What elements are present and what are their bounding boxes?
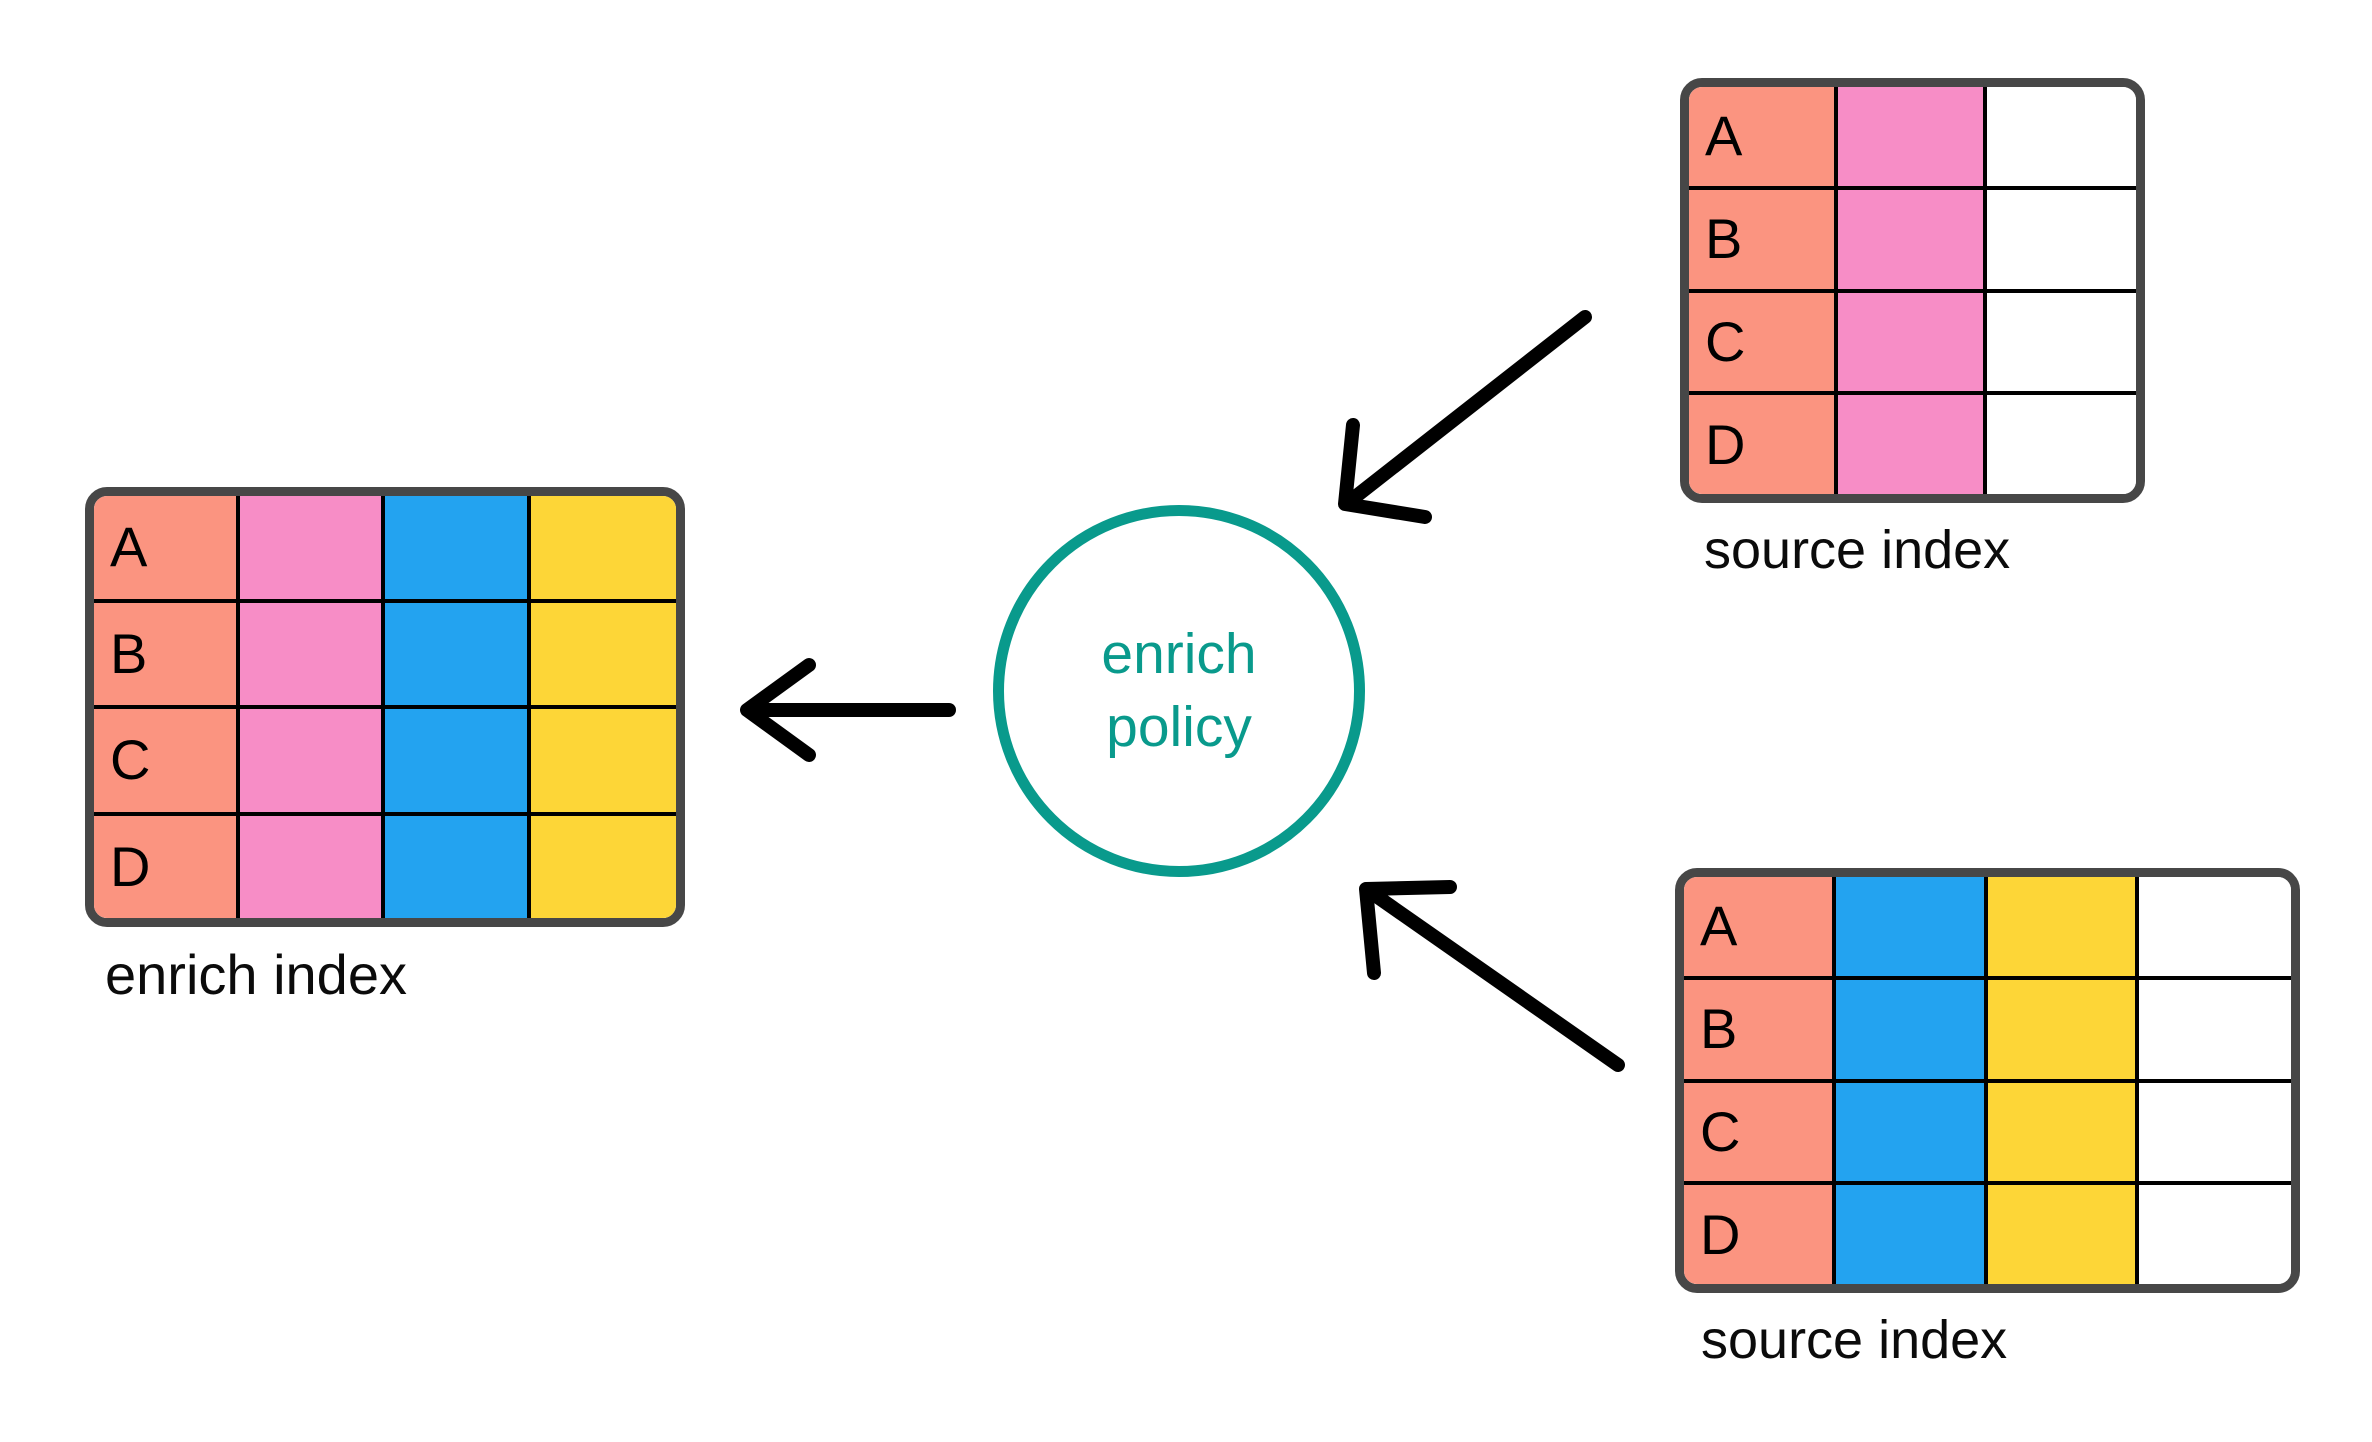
source-top-key-cell: A <box>1689 87 1839 186</box>
enrich-index-yellow-cell <box>530 496 676 599</box>
enrich-index-blue-cell <box>385 496 531 599</box>
table-row: A <box>94 496 676 603</box>
enrich-index-label: enrich index <box>105 943 407 1006</box>
source-top-key-cell: C <box>1689 292 1839 392</box>
enrich-index-pink-cell <box>239 815 386 918</box>
enrich-index-key-cell: D <box>94 815 240 918</box>
source-top-pink-cell <box>1838 395 1988 494</box>
table-row: B <box>94 602 676 709</box>
table-row: A <box>1689 87 2136 190</box>
arrow-bottom-source-to-policy <box>1359 880 1625 1072</box>
enrich-index-yellow-cell <box>530 709 676 812</box>
enrich-index-key-cell: B <box>94 602 240 705</box>
table-row: B <box>1689 189 2136 293</box>
source-bottom-blue-cell <box>1835 979 1988 1079</box>
source-top-key-cell: B <box>1689 189 1839 289</box>
arrow-top-source-to-policy <box>1338 310 1592 524</box>
table-row: C <box>1689 292 2136 396</box>
source-bottom-blue-cell <box>1835 877 1988 976</box>
source-bottom-yellow-cell <box>1987 877 2140 976</box>
enrich-index-pink-cell <box>239 602 386 705</box>
table-row: D <box>1684 1185 2291 1284</box>
table-row: C <box>94 709 676 816</box>
source-index-bottom-block: A B C D <box>1675 868 2300 1371</box>
arrow-policy-to-enrich-index <box>740 658 956 762</box>
source-bottom-empty-cell <box>2139 1082 2291 1182</box>
source-index-top-label: source index <box>1704 520 2011 580</box>
source-bottom-empty-cell <box>2139 877 2291 976</box>
source-top-empty-cell <box>1987 292 2136 392</box>
enrich-index-pink-cell <box>239 709 386 812</box>
source-bottom-yellow-cell <box>1987 1185 2140 1284</box>
enrich-index-table: A B C D <box>85 487 685 927</box>
enrich-index-key-cell: A <box>94 496 240 599</box>
table-row: D <box>94 815 676 918</box>
source-bottom-empty-cell <box>2139 979 2291 1079</box>
source-index-top-block: A B C D source index <box>1680 78 2145 581</box>
source-top-empty-cell <box>1987 87 2136 186</box>
source-bottom-yellow-cell <box>1987 1082 2140 1182</box>
source-top-pink-cell <box>1838 189 1988 289</box>
table-row: D <box>1689 395 2136 494</box>
source-bottom-key-cell: D <box>1684 1185 1836 1284</box>
source-top-pink-cell <box>1838 292 1988 392</box>
enrich-index-block: A B C D <box>85 487 685 1007</box>
source-top-empty-cell <box>1987 395 2136 494</box>
source-bottom-empty-cell <box>2139 1185 2291 1284</box>
source-index-top-table: A B C D <box>1680 78 2145 503</box>
enrich-policy-line1: enrich <box>1101 622 1257 687</box>
enrich-policy-node: enrich policy <box>993 505 1365 877</box>
enrich-index-blue-cell <box>385 709 531 812</box>
table-row: B <box>1684 979 2291 1083</box>
enrich-index-blue-cell <box>385 815 531 918</box>
enrich-index-key-cell: C <box>94 709 240 812</box>
source-bottom-yellow-cell <box>1987 979 2140 1079</box>
enrich-index-blue-cell <box>385 602 531 705</box>
source-index-bottom-table: A B C D <box>1675 868 2300 1293</box>
source-bottom-key-cell: C <box>1684 1082 1836 1182</box>
enrich-policy-line2: policy <box>1106 695 1252 759</box>
source-bottom-blue-cell <box>1835 1082 1988 1182</box>
source-bottom-key-cell: B <box>1684 979 1836 1079</box>
table-row: A <box>1684 877 2291 980</box>
enrich-index-pink-cell <box>239 496 386 599</box>
table-row: C <box>1684 1082 2291 1186</box>
source-bottom-blue-cell <box>1835 1185 1988 1284</box>
enrich-index-yellow-cell <box>530 602 676 705</box>
enrich-index-yellow-cell <box>530 815 676 918</box>
source-bottom-key-cell: A <box>1684 877 1836 976</box>
source-top-pink-cell <box>1838 87 1988 186</box>
source-top-key-cell: D <box>1689 395 1839 494</box>
source-index-bottom-label: source index <box>1701 1310 2008 1370</box>
source-top-empty-cell <box>1987 189 2136 289</box>
